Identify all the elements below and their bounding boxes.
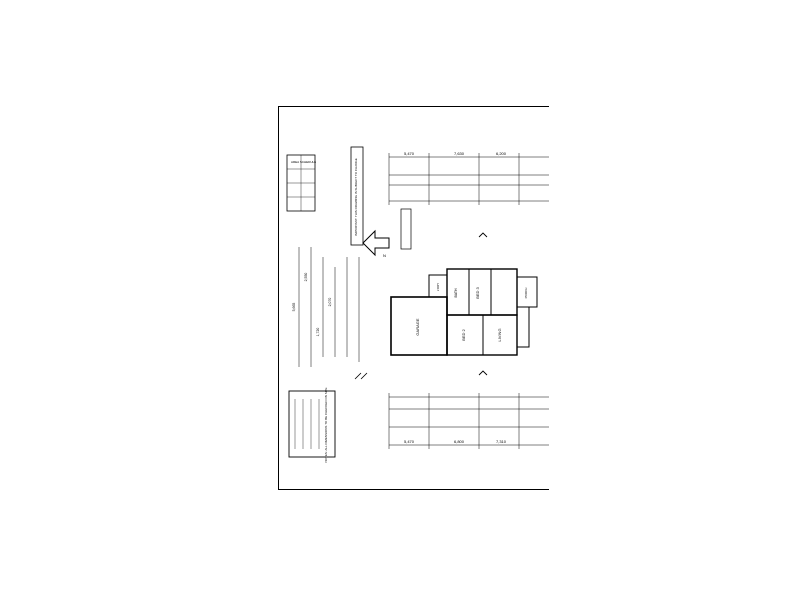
dimension-strings-left [298,247,360,367]
room-bed2: BED 2 [461,328,466,340]
dim-left-a: 5,665 [292,303,296,312]
note-box-top: IMPORTANT: THIS DRAWING IS SUBJECT TO CH… [350,146,364,246]
note-bottom-text: NOTES: ALL DIMENSIONS TO BE CHECKED ON S… [324,388,328,463]
dim-bot-a: 5,470 [404,439,415,444]
dim-left-c: 1,720 [316,328,320,337]
drawing-sheet: AREA SCHEDULE IMPORTANT: THIS DRAWING IS… [278,106,549,490]
dimension-strings-top [388,153,549,205]
dim-top-a: 5,470 [404,151,415,156]
room-living: LIVING [497,328,502,341]
legend-title: AREA SCHEDULE [291,160,316,164]
dim-left-d: 2,070 [328,298,332,307]
dim-top-c: 6,200 [496,151,507,156]
section-marker-icons [478,232,488,376]
svg-text:N: N [383,253,386,258]
dimension-strings-bottom [388,393,549,449]
floor-plan-drawing: AREA SCHEDULE IMPORTANT: THIS DRAWING IS… [286,146,549,463]
room-bed3: BED 3 [475,286,480,298]
dim-left-b: 2,550 [304,273,308,282]
dim-top-b: 7,630 [454,151,465,156]
room-porch: PORCH [524,288,528,299]
grid-marker-icon [354,372,368,380]
room-bath: BATH [454,288,458,298]
floor-plan-walls [390,268,538,356]
dim-bot-b: 6,800 [454,439,465,444]
room-laundry: L'DRY [436,283,440,292]
note-top-text: IMPORTANT: THIS DRAWING IS SUBJECT TO CH… [354,158,358,235]
north-arrow-icon: N [362,229,390,258]
area-schedule-table: AREA SCHEDULE [286,154,316,212]
note-box-bottom: NOTES: ALL DIMENSIONS TO BE CHECKED ON S… [288,388,336,463]
note-box-mid [400,208,412,250]
dim-bot-c: 7,310 [496,439,507,444]
room-garage: GARAGE [415,318,420,335]
